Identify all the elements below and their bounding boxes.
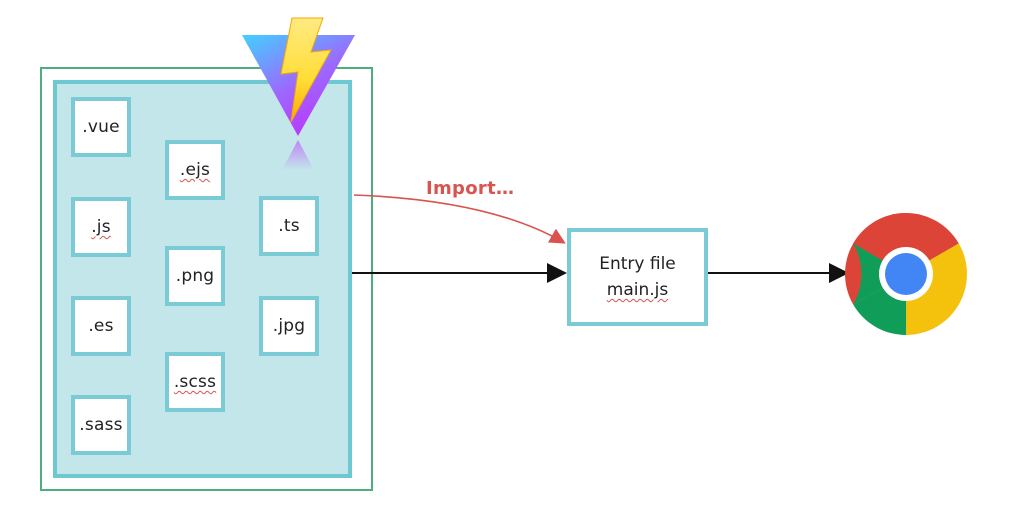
file-label: .es [88,316,114,336]
import-label: Import… [426,178,515,199]
file-label: .jpg [272,316,306,336]
file-tile-jpg: .jpg [259,296,319,356]
file-tile-js: .js [71,197,131,257]
file-label: .png [175,266,215,286]
file-label: .js [91,217,111,237]
file-label: .vue [82,117,120,137]
file-tile-ejs: .ejs [165,140,225,200]
file-tile-scss: .scss [165,352,225,412]
file-label: .ts [278,216,300,236]
import-arrow [353,194,566,244]
file-tile-sass: .sass [71,395,131,455]
file-label: .ejs [179,160,211,180]
file-tile-png: .png [165,246,225,306]
file-label: .sass [79,415,123,435]
file-label: .scss [173,372,217,392]
file-tile-vue: .vue [71,97,131,157]
file-tile-ts: .ts [259,196,319,256]
file-tile-es: .es [71,296,131,356]
entry-filename: main.js [606,280,669,300]
entry-title: Entry file [599,254,676,274]
entry-file-box: Entry file main.js [567,228,708,326]
